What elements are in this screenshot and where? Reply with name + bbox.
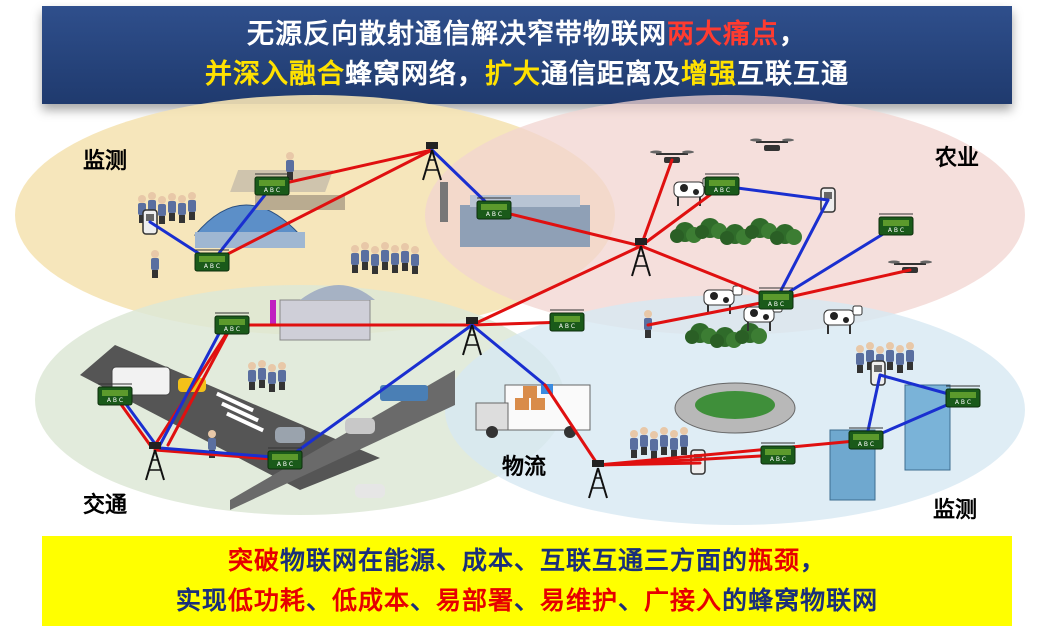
zone-label-monitor-bottom: 监测 [933, 492, 977, 524]
person-figure [151, 250, 159, 278]
tag-label: A B C [888, 227, 904, 234]
tag-icon: A B C [98, 384, 132, 405]
footer-seg: 、 [306, 586, 332, 615]
footer-line-1: 突破物联网在能源、成本、互联互通三方面的瓶颈， [42, 541, 1012, 581]
tag-icon: A B C [946, 386, 980, 407]
tag-label: A B C [107, 397, 123, 404]
tag-icon: A B C [761, 443, 795, 464]
footer-seg-highlight: 易维护 [540, 586, 618, 615]
footer-seg-highlight: 低成本 [332, 586, 410, 615]
footer-seg: 、 [410, 586, 436, 615]
arena-building [675, 383, 795, 433]
zone-label-monitor-top: 监测 [83, 143, 127, 175]
tag-label: A B C [714, 187, 730, 194]
footer-seg-highlight: 低功耗 [228, 586, 306, 615]
tag-icon: A B C [550, 310, 584, 331]
tag-icon: A B C [849, 428, 883, 449]
tag-label: A B C [559, 323, 575, 330]
tag-icon: A B C [759, 288, 793, 309]
tag-label: A B C [858, 441, 874, 448]
footer-seg: 物联网在能源、成本、互联互通三方面的 [280, 546, 748, 575]
tag-icon: A B C [255, 174, 289, 195]
tag-label: A B C [770, 456, 786, 463]
zone-label-traffic: 交通 [83, 487, 127, 519]
footer-line-2: 实现低功耗、低成本、易部署、易维护、广接入的蜂窝物联网 [42, 581, 1012, 621]
footer-seg-highlight: 突破 [228, 546, 280, 575]
tag-label: A B C [224, 326, 240, 333]
zone-label-logistics: 物流 [502, 449, 546, 481]
link-red [598, 463, 700, 465]
footer-seg: 、 [514, 586, 540, 615]
footer-seg-highlight: 瓶颈 [748, 546, 800, 575]
tag-label: A B C [264, 187, 280, 194]
tag-label: A B C [277, 461, 293, 468]
footer-seg: 实现 [176, 586, 228, 615]
footer-seg: ， [800, 546, 826, 575]
tag-label: A B C [486, 211, 502, 218]
person-figure [286, 152, 294, 180]
footer-seg: 的蜂窝物联网 [722, 586, 878, 615]
tag-label: A B C [204, 263, 220, 270]
tag-icon: A B C [215, 313, 249, 334]
tag-icon: A B C [268, 448, 302, 469]
zone-label-agriculture: 农业 [935, 140, 979, 172]
footer-seg-highlight: 易部署 [436, 586, 514, 615]
tag-label: A B C [768, 301, 784, 308]
tag-icon: A B C [879, 214, 913, 235]
tag-icon: A B C [705, 174, 739, 195]
tag-icon: A B C [477, 198, 511, 219]
car [355, 484, 385, 498]
footer-seg: 、 [618, 586, 644, 615]
footer-seg-highlight: 广接入 [644, 586, 722, 615]
tag-label: A B C [955, 399, 971, 406]
footer-banner: 突破物联网在能源、成本、互联互通三方面的瓶颈， 实现低功耗、低成本、易部署、易维… [42, 536, 1012, 626]
suv [345, 418, 375, 434]
tag-icon: A B C [195, 250, 229, 271]
skyscraper-right [905, 385, 950, 470]
car [275, 427, 305, 443]
